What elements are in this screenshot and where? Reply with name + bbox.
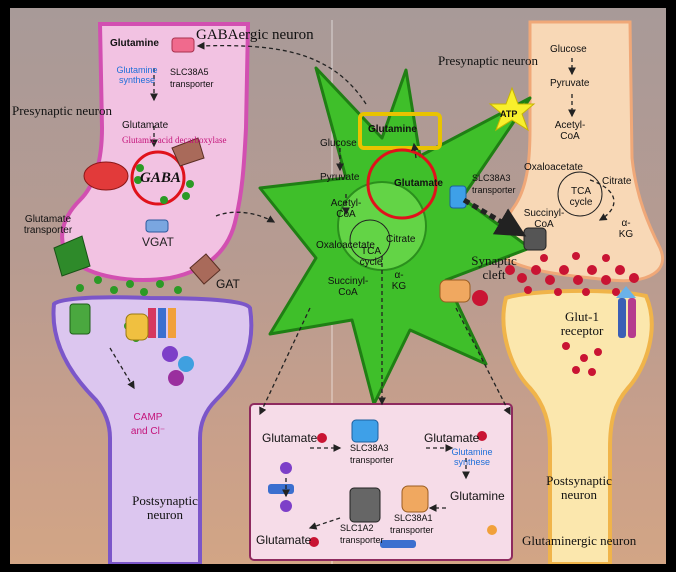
astrocyte-citrate-label: Citrate [386, 234, 416, 245]
inset-slc1a2-label: SLC1A2 [340, 523, 374, 533]
synaptic-cleft-receptor-icon [439, 279, 471, 303]
gaba-label: GABA [140, 170, 181, 186]
glut1-receptor-label: Glut-1 receptor [560, 309, 604, 339]
screenshot-frame: Glutamine GABAergic neuron SLC38A5 trans… [4, 4, 672, 568]
synaptic-cleft-glutamate-cloud [505, 252, 639, 296]
gaba-receptor-cluster [69, 303, 194, 386]
dashed-arrows [109, 41, 615, 530]
inset-glutamate-label-3: Glutamate [256, 533, 312, 547]
astrocyte-succinyl-coa-label: Succinyl- CoA [327, 276, 369, 298]
glutamic-acid-decarboxylase-label: Glutamic acid decarboxylase [122, 135, 227, 145]
glutamatergic-presynaptic-neuron [497, 20, 664, 283]
inset-slc38a1-label: SLC38A1 [394, 513, 433, 523]
inset-slc38a3-transporter-label: transporter [350, 455, 394, 465]
glutamatergic-tca-ring [557, 171, 603, 217]
glutamatergic-acetyl-coa-label: Acetyl- CoA [554, 120, 586, 142]
mitochondrion-icon [83, 161, 129, 191]
gaba-presynaptic-neuron-label: Presynaptic neuron [12, 103, 113, 118]
and-cl-label: and Cl⁻ [130, 426, 166, 437]
atp-label: ATP [500, 109, 518, 119]
inset-icons [268, 419, 497, 548]
slc38a5-transporter-label: transporter [170, 79, 214, 89]
diagram-shapes [51, 20, 664, 564]
glutamatergic-glucose-label: Glucose [550, 44, 587, 55]
gaba-highlight-circle [130, 150, 186, 206]
gat-label: GAT [216, 277, 240, 291]
glut1-receptor-icon [616, 286, 636, 338]
astrocyte-glutamine-label: Glutamine [368, 124, 417, 135]
vgat-icon [145, 219, 169, 233]
astrocyte-pyruvate-label: Pyruvate [320, 172, 360, 183]
glutamatergic-citrate-label: Citrate [602, 176, 632, 187]
astrocyte-tca-ring [349, 219, 391, 261]
glutamatergic-slc38a3-transporter-label: transporter [472, 185, 516, 195]
glutamatergic-alpha-kg-label: α- KG [618, 218, 634, 240]
inset-glutamate-label-2: Glutamate [424, 431, 480, 445]
gat-transporter-icon [189, 253, 221, 285]
slc38a3-transporter-icon-astrocyte [449, 185, 467, 209]
glutamine-highlight-box [358, 112, 442, 150]
diagram-canvas: Glutamine GABAergic neuron SLC38A5 trans… [10, 8, 666, 564]
glutamatergic-pyruvate-label: Pyruvate [550, 78, 590, 89]
slc38a5-label: SLC38A5 [170, 67, 209, 77]
camp-label: CAMP [133, 412, 163, 423]
inset-slc38a3-label: SLC38A3 [350, 443, 389, 453]
astrocyte-acetyl-coa-label: Acetyl- CoA [330, 198, 362, 220]
thick-dashed-arrow [462, 197, 527, 237]
gaba-postsynaptic-neuron-label: Postsynaptic neuron [132, 493, 198, 523]
gaba-postsynaptic-neuron [51, 295, 254, 564]
astrocyte-glutamate-label: Glutamate [394, 178, 443, 189]
postsynaptic-glutamate-dots [562, 342, 602, 376]
inset-glutamine-label: Glutamine [450, 489, 505, 503]
gabaergic-neuron-title: GABAergic neuron [196, 27, 314, 43]
inset-slc1a2-transporter-label: transporter [340, 535, 384, 545]
inset-glutamine-synthese-label: Glutamine synthese [451, 447, 493, 467]
glutamatergic-succinyl-coa-label: Succinyl- CoA [523, 208, 565, 230]
gaba-glutamine-label: Glutamine [110, 38, 159, 49]
glutamic-acid-decarboxylase-icon [171, 137, 205, 167]
astrocyte-glucose-label: Glucose [320, 138, 357, 149]
astrocyte-tca-cycle-label: TCA cycle [359, 246, 383, 268]
glutamatergic-tca-cycle-label: TCA cycle [569, 186, 593, 208]
glutamate-transporter-label: Glutamate transporter [23, 214, 73, 236]
gaba-glutamine-synthese-label: Glutamine synthese [116, 65, 158, 85]
synaptic-cleft-glutamate-dot [472, 290, 488, 306]
glutamatergic-presynaptic-neuron-label: Presynaptic neuron [438, 53, 539, 68]
astrocyte-alpha-kg-label: α- KG [391, 270, 407, 292]
inset-glutamate-label-1: Glutamate [262, 431, 318, 445]
glutamatergic-oxaloacetate-label: Oxaloacetate [524, 162, 583, 173]
glutamatergic-slc38a3-label: SLC38A3 [472, 173, 511, 183]
gaba-glutamate-label: Glutamate [122, 120, 169, 131]
inset-slc38a1-transporter-label: transporter [390, 525, 434, 535]
glutamatergic-transporter-icon [523, 227, 547, 251]
astrocyte-oxaloacetate-label: Oxaloacetate [316, 240, 375, 251]
gaba-post-receptor-left [69, 303, 91, 335]
glutamatergic-postsynaptic-neuron-label: Postsynaptic neuron [546, 473, 612, 503]
glutamate-transporter-icon [53, 235, 91, 277]
vgat-label: VGAT [142, 235, 174, 249]
atp-burst-icon [488, 86, 536, 132]
slc38a5-transporter-icon [171, 37, 195, 53]
glutamate-highlight-circle [366, 148, 438, 220]
glutaminergic-neuron-label: Glutaminergic neuron [522, 533, 637, 548]
synaptic-cleft-label: Synaptic cleft [471, 253, 517, 283]
